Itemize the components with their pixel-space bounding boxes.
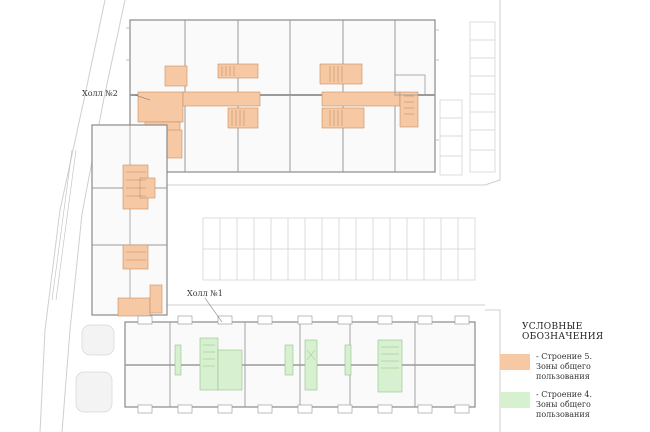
hall-2-label: Холл №2 — [82, 89, 118, 98]
legend-item-building-4: - Строение 4. Зоны общего пользования — [500, 390, 645, 420]
legend-line2: Зоны общего пользования — [536, 362, 591, 381]
hall-1-leader — [204, 297, 223, 323]
site-blocks — [75, 324, 115, 413]
legend-swatch-green — [500, 392, 530, 408]
legend-text-building-5: - Строение 5. Зоны общего пользования — [536, 352, 645, 382]
building-5-top — [126, 19, 439, 173]
legend-text-building-4: - Строение 4. Зоны общего пользования — [536, 390, 645, 420]
building-5-wing — [91, 124, 168, 317]
building-4 — [124, 315, 476, 414]
legend-title: УСЛОВНЫЕ ОБОЗНАЧЕНИЯ — [522, 322, 604, 342]
legend: УСЛОВНЫЕ ОБОЗНАЧЕНИЯ - Строение 5. Зоны … — [500, 322, 645, 422]
legend-line1: - Строение 4. — [536, 390, 593, 399]
hall-2-leader — [134, 94, 151, 101]
road-markings — [51, 149, 77, 301]
legend-line2: Зоны общего пользования — [536, 400, 591, 419]
legend-swatch-orange — [500, 354, 530, 370]
parking-top-right — [439, 21, 496, 176]
legend-line1: - Строение 5. — [536, 352, 593, 361]
hall-1-label: Холл №1 — [187, 289, 223, 298]
parking-center — [202, 217, 476, 281]
site-roads — [39, 0, 501, 432]
legend-item-building-5: - Строение 5. Зоны общего пользования — [500, 352, 645, 382]
